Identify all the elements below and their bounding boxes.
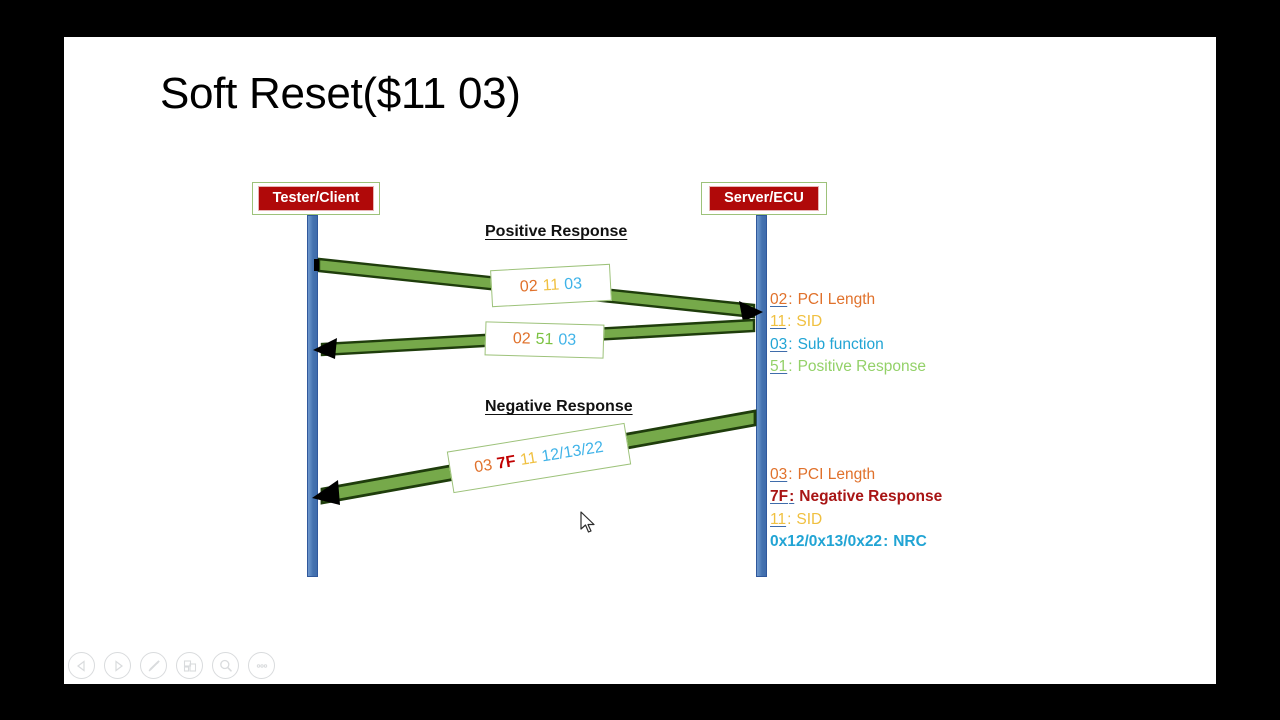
legend-separator: : [883,533,889,551]
presentation-slide: Soft Reset($11 03) Tester/Client Server/… [64,37,1216,684]
legend-item: 51 : Positive Response [770,356,926,378]
legend-separator: : [787,313,792,331]
legend-item: 11 : SID [770,509,942,531]
more-options-button[interactable] [248,652,275,679]
magnifier-icon [219,659,232,672]
legend-description: Sub function [797,335,884,353]
legend-description: SID [796,510,823,528]
actor-tester-client: Tester/Client [252,182,380,215]
legend-separator: : [789,488,795,506]
byte-value: 02 [512,330,531,348]
message-box-request: 02 11 03 [490,263,612,308]
byte-value: 12/13/22 [540,438,605,466]
actor-tester-client-label: Tester/Client [257,186,375,211]
next-slide-button[interactable] [104,652,131,679]
byte-value: 03 [558,331,577,349]
previous-slide-button[interactable] [68,652,95,679]
byte-value: 11 [519,449,539,469]
legend-item: 11 : SID [770,311,926,333]
legend-description: SID [796,313,823,331]
actor-server-ecu: Server/ECU [701,182,827,215]
sequence-arrows [312,257,763,505]
byte-value: 11 [542,276,560,294]
legend-separator: : [788,335,793,353]
legend-separator: : [788,358,793,376]
pen-tool-button[interactable] [140,652,167,679]
grid-slides-icon [183,659,196,672]
actor-server-ecu-label: Server/ECU [709,186,819,211]
legend-code: 03 [770,335,788,353]
page-title: Soft Reset($11 03) [160,69,521,118]
legend-item: 02 : PCI Length [770,289,926,311]
legend-code: 0x12/0x13/0x22 [770,533,883,551]
byte-value: 03 [473,456,494,477]
legend-code: 7F [770,488,789,506]
byte-value: 7F [495,452,517,473]
pen-icon [148,659,160,671]
all-slides-button[interactable] [176,652,203,679]
zoom-button[interactable] [212,652,239,679]
legend-negative-response: 03 : PCI Length 7F : Negative Response 1… [770,464,942,554]
legend-item: 0x12/0x13/0x22 : NRC [770,531,942,553]
lifeline-tester [307,215,318,577]
legend-item: 03 : PCI Length [770,464,942,486]
byte-value: 03 [563,274,583,293]
legend-code: 11 [770,510,787,528]
legend-code: 03 [770,466,788,483]
legend-code: 02 [770,291,788,308]
legend-separator: : [788,466,793,483]
triangle-right-icon [114,659,123,672]
legend-item: 03 : Sub function [770,334,926,356]
legend-item: 7F : Negative Response [770,486,942,508]
message-box-positive-response: 02 51 03 [484,321,605,359]
legend-description: NRC [893,533,927,551]
legend-description: Negative Response [799,488,943,506]
presentation-toolbar [68,652,275,679]
legend-code: 11 [770,313,787,331]
legend-separator: : [788,291,793,308]
legend-description: PCI Length [797,466,876,483]
byte-value: 02 [519,277,539,296]
ellipsis-icon [256,663,267,668]
lifeline-server [756,215,767,577]
legend-separator: : [787,510,792,528]
triangle-left-icon [76,659,85,672]
legend-description: PCI Length [797,291,876,308]
mouse-cursor [580,511,595,533]
legend-code: 51 [770,358,788,376]
legend-positive-response: 02 : PCI Length 11 : SID 03 : Sub functi… [770,289,926,379]
section-heading-negative: Negative Response [485,398,633,415]
legend-description: Positive Response [797,358,926,376]
byte-value: 51 [535,330,554,349]
section-heading-positive: Positive Response [485,223,628,240]
